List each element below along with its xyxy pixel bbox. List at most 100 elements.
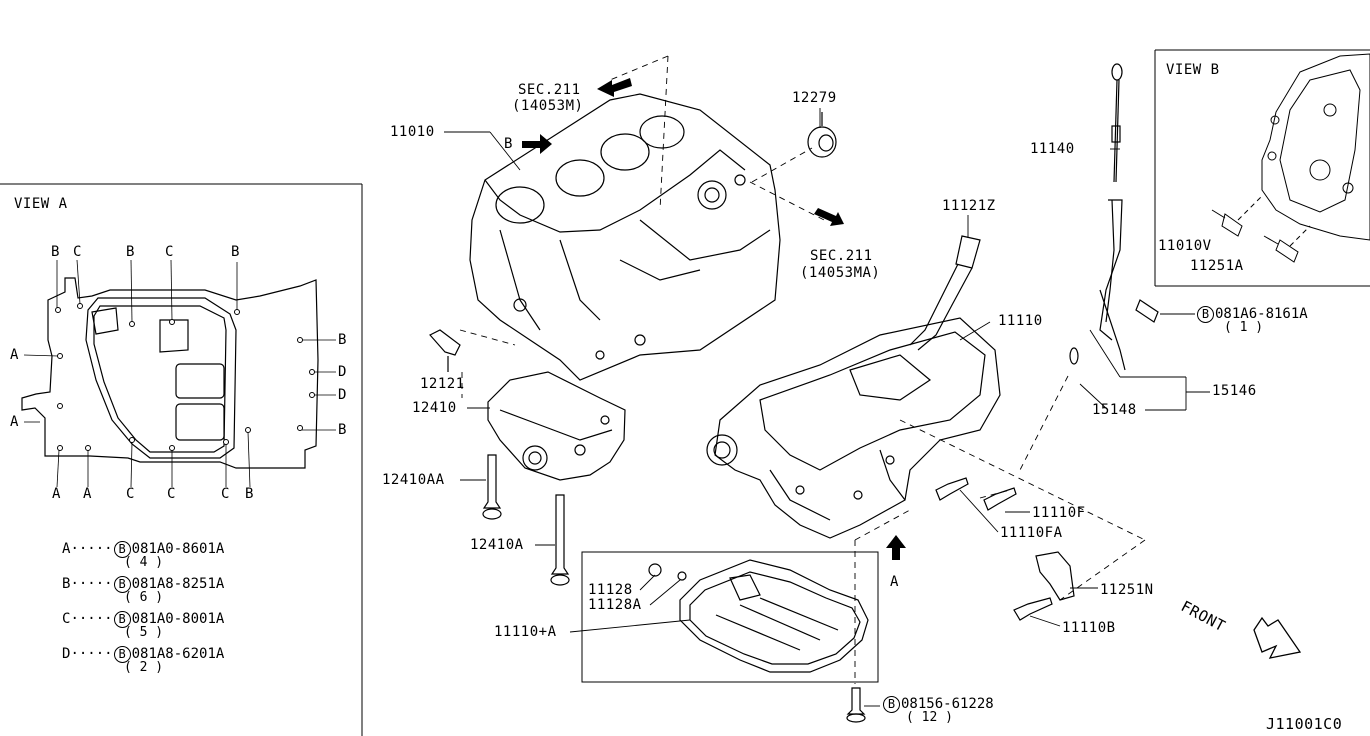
bolt-08156-part: 08156-61228 <box>901 696 994 712</box>
legend-dots: ····· <box>70 541 113 557</box>
view-b-label-11010v: 11010V <box>1158 238 1212 254</box>
legend-part-number: 081A8-6201A <box>131 646 225 662</box>
part-11128-label: 11128 <box>588 582 633 598</box>
legend-key: D <box>62 646 71 662</box>
view-a-label-b2: B <box>126 244 135 260</box>
cylinder-block-sketch <box>469 93 781 381</box>
part-12410aa-label: 12410AA <box>382 472 445 488</box>
view-a-label-bot-c3: C <box>221 486 230 502</box>
part-12410a-label: 12410A <box>470 537 524 553</box>
lower-pan-sketch <box>648 559 869 673</box>
view-a-oil-pan-outline <box>21 277 319 469</box>
view-a-label-right-b1: B <box>338 332 347 348</box>
part-11251n-label: 11251N <box>1100 582 1154 598</box>
dipstick-sketch <box>1069 63 1159 371</box>
part-12279-label: 12279 <box>792 90 837 106</box>
bolt-symbol-icon: B <box>1197 306 1214 323</box>
drain-bolt-sketch <box>846 687 866 723</box>
part-11121z-label: 11121Z <box>942 198 996 214</box>
bolt-08156-qty: ( 12 ) <box>906 710 953 725</box>
view-b-label-11251a: 11251A <box>1190 258 1244 274</box>
legend-part-number: 081A8-8251A <box>131 576 225 592</box>
view-a-label-right-b2: B <box>338 422 347 438</box>
legend-key: B <box>62 576 71 592</box>
part-12121-label: 12121 <box>420 376 465 392</box>
bolt-081a6-part: 081A6-8161A <box>1215 306 1308 322</box>
bolt-symbol-icon: B <box>113 611 131 628</box>
oil-pump-sketch <box>487 371 626 481</box>
legend-part-number: 081A0-8601A <box>131 541 225 557</box>
bolt-symbol-icon: B <box>113 646 131 663</box>
sec211-top-label: SEC.211 <box>518 82 581 98</box>
sensor-sketch <box>429 329 461 372</box>
view-a-label-left-a2: A <box>10 414 19 430</box>
diagram-code: J11001C0 <box>1266 715 1343 733</box>
part-12410-label: 12410 <box>412 400 457 416</box>
part-11110b-label: 11110B <box>1062 620 1116 636</box>
part-11110fa-label: 11110FA <box>1000 525 1063 541</box>
legend-key: C <box>62 611 71 627</box>
view-b-block-sketch <box>1211 53 1370 263</box>
view-b-title: VIEW B <box>1166 62 1220 78</box>
part-15146-label: 15146 <box>1212 383 1257 399</box>
legend-qty-c: ( 5 ) <box>124 625 164 640</box>
lower-pan-box <box>581 551 879 683</box>
oil-seal-sketch <box>807 112 837 158</box>
legend-key: A <box>62 541 71 557</box>
sec211-right-label: SEC.211 <box>810 248 873 264</box>
part-11110f-label: 11110F <box>1032 505 1086 521</box>
strainer-sketch <box>909 235 981 351</box>
view-a-label-bot-c1: C <box>126 486 135 502</box>
view-a-title: VIEW A <box>14 196 68 212</box>
view-a-label-c2: C <box>165 244 174 260</box>
view-a-bolt-holes <box>55 303 315 451</box>
legend-dots: ····· <box>70 646 113 662</box>
view-a-label-bot-c2: C <box>167 486 176 502</box>
view-a-label-left-a1: A <box>10 347 19 363</box>
view-a-label-right-d2: D <box>338 387 347 403</box>
bolt-symbol-icon: B <box>883 696 900 713</box>
view-a-label-bot-a1: A <box>52 486 61 502</box>
bolt-symbol-icon: B <box>113 541 131 558</box>
view-a-label-bot-b: B <box>245 486 254 502</box>
view-a-label-b1: B <box>51 244 60 260</box>
view-b-arrow-label: B <box>504 136 513 152</box>
oil-pan-upper-sketch <box>706 317 1001 539</box>
block-guide-lines <box>459 55 829 398</box>
view-a-leader-lines <box>23 259 336 488</box>
legend-qty-a: ( 4 ) <box>124 555 164 570</box>
direction-arrows <box>522 78 906 560</box>
sec211-right-sublabel: (14053MA) <box>800 265 881 281</box>
view-a-label-b3: B <box>231 244 240 260</box>
legend-dots: ····· <box>70 576 113 592</box>
part-11128a-label: 11128A <box>588 597 642 613</box>
part-11140-label: 11140 <box>1030 141 1075 157</box>
sec211-top-sublabel: (14053M) <box>512 98 584 114</box>
view-a-label-c1: C <box>73 244 82 260</box>
view-a-label-right-d1: D <box>338 364 347 380</box>
part-15148-label: 15148 <box>1092 402 1137 418</box>
legend-qty-d: ( 2 ) <box>124 660 164 675</box>
main-leader-lines <box>444 108 1210 707</box>
part-11110-label: 11110 <box>998 313 1043 329</box>
pump-bolts-sketch <box>482 454 570 586</box>
pan-bolts-sketch <box>935 477 1075 621</box>
bolt-symbol-icon: B <box>113 576 131 593</box>
legend-qty-b: ( 6 ) <box>124 590 164 605</box>
view-a-arrow-label: A <box>890 574 899 590</box>
part-11110a-label: 11110+A <box>494 624 557 640</box>
view-a-frame <box>0 183 363 736</box>
legend-part-number: 081A0-8001A <box>131 611 225 627</box>
part-11010-label: 11010 <box>390 124 435 140</box>
bolt-081a6-qty: ( 1 ) <box>1224 320 1264 335</box>
front-arrow <box>1253 616 1302 659</box>
legend-dots: ····· <box>70 611 113 627</box>
view-b-frame <box>1154 49 1370 287</box>
